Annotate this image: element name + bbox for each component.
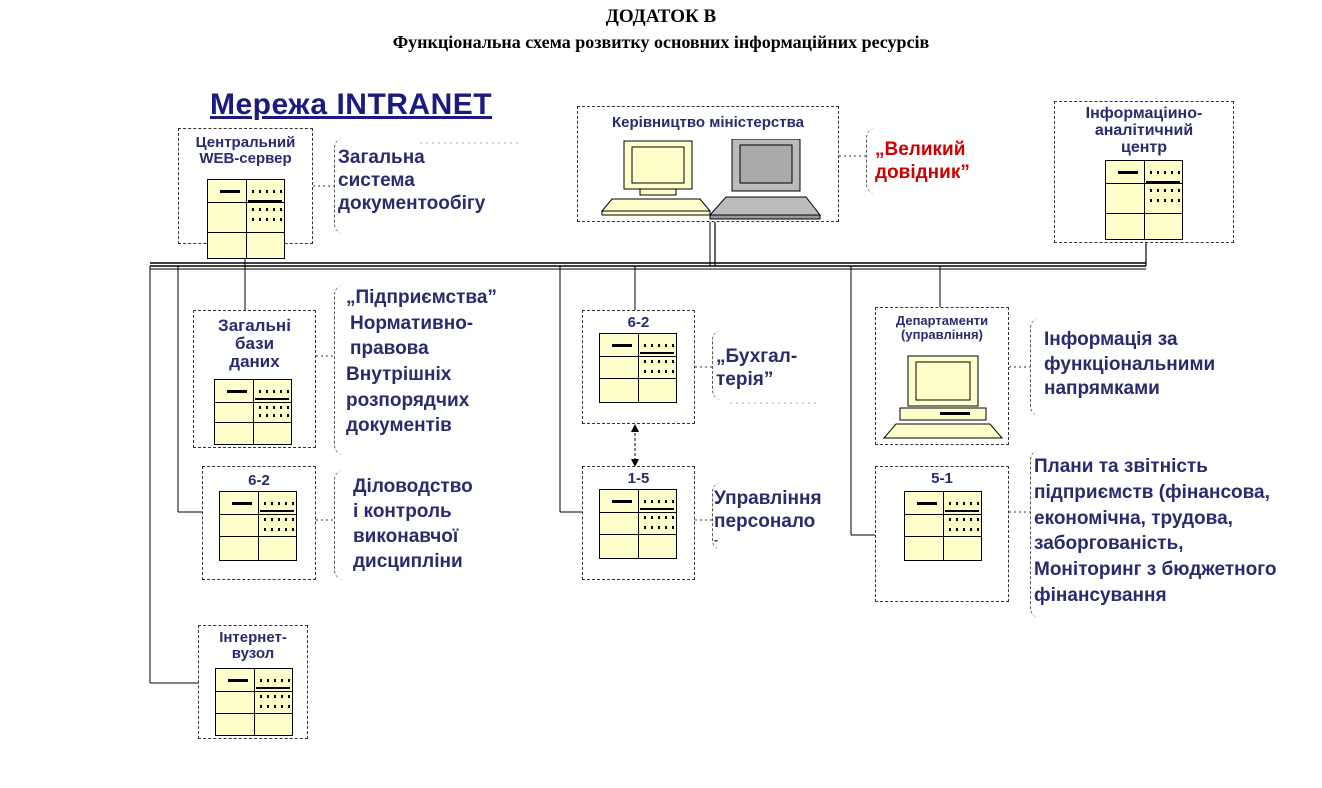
handbook-label: „Великий довідник” — [875, 139, 970, 185]
server-icon — [599, 333, 677, 403]
web-server-title-line2: WEB-сервер — [199, 149, 292, 167]
plans-line: підприємств (фінансова, — [1034, 481, 1270, 503]
bracket — [334, 138, 345, 234]
handbook-line: довідник” — [875, 161, 970, 183]
departments-node: Департаменти (управління) — [875, 307, 1009, 445]
enterprises-line: документів — [346, 415, 452, 437]
bracket — [712, 330, 723, 400]
plans-node: 5-1 — [875, 466, 1009, 602]
web-server-node: Центральний WEB-сервер — [178, 128, 313, 259]
functional-line: функціональними — [1044, 353, 1216, 375]
enterprises-line: „Підприємства” — [346, 287, 497, 308]
bracket — [334, 470, 345, 580]
departments-title-line2: (управління) — [901, 326, 983, 342]
records-line: дисципліни — [353, 551, 463, 573]
plans-label: Плани та звітність підприємств (фінансов… — [1034, 454, 1277, 609]
functional-line: Інформація за — [1044, 329, 1178, 350]
server-icon — [904, 491, 982, 561]
enterprises-line: Нормативно- — [350, 312, 474, 334]
databases-title-line2: бази — [234, 333, 275, 353]
accounting-line: „Бухгал- — [716, 346, 798, 367]
personnel-line: персонало — [714, 510, 816, 532]
records-line: і контроль — [353, 501, 452, 523]
accounting-node-title: 6-2 — [627, 314, 650, 331]
docflow-line: система — [338, 169, 415, 191]
bracket — [712, 482, 723, 550]
plans-node-title: 5-1 — [931, 470, 953, 487]
ministry-node: Керівництво міністерства — [577, 106, 839, 222]
bracket — [1030, 450, 1041, 618]
functional-label: Інформація за функціональними напрямками — [1044, 328, 1215, 402]
computer-icon — [600, 139, 822, 220]
analytic-title-line2: аналітичний — [1094, 121, 1194, 139]
server-icon — [599, 489, 677, 559]
records-label: Діловодство і контроль виконавчої дисцип… — [353, 474, 473, 574]
databases-node: Загальні бази даних — [193, 310, 316, 448]
analytic-title-line3: центр — [1120, 138, 1167, 156]
bracket — [334, 285, 345, 455]
plans-line: заборгованість, — [1034, 533, 1184, 555]
internet-title-line2: вузол — [231, 644, 275, 662]
accounting-line: терія” — [716, 368, 774, 390]
server-icon — [215, 668, 293, 736]
server-icon — [214, 379, 292, 445]
ministry-title: Керівництво міністерства — [612, 114, 804, 131]
personnel-label: Управління персонало - — [714, 488, 822, 546]
accounting-node: 6-2 — [582, 310, 695, 424]
handbook-line: „Великий — [875, 139, 966, 160]
computer-icon — [882, 355, 1004, 439]
appendix-heading: ДОДАТОК В — [605, 6, 717, 27]
databases-title-line1: Загальні — [218, 316, 291, 335]
internet-node: Інтернет- вузол — [198, 625, 308, 739]
plans-line: фінансування — [1034, 585, 1167, 607]
databases-title-line3: даних — [229, 351, 280, 371]
records-line: Діловодство — [353, 476, 473, 497]
bracket — [1030, 318, 1041, 416]
analytic-title-line1: Інформаціино- — [1085, 105, 1203, 122]
accounting-label: „Бухгал- терія” — [716, 346, 797, 392]
enterprises-line: правова — [350, 338, 429, 360]
server-icon — [1105, 160, 1183, 240]
plans-line: Моніторинг з бюджетного — [1034, 559, 1277, 581]
departments-title-line1: Департаменти — [895, 313, 989, 328]
server-icon — [207, 179, 285, 259]
functional-line: напрямками — [1044, 378, 1160, 400]
personnel-node: 1-5 — [582, 466, 695, 580]
diagram-title: Функціональна схема розвитку основних ін… — [392, 32, 930, 52]
personnel-line: Управління — [714, 488, 822, 509]
enterprises-line: розпорядчих — [346, 389, 470, 411]
enterprises-label: „Підприємства” Нормативно- правова Внутр… — [342, 285, 497, 439]
internet-title-line1: Інтернет- — [219, 629, 287, 646]
docflow-label: Загальна система документообігу — [338, 147, 485, 215]
plans-line: Плани та звітність — [1034, 456, 1208, 477]
personnel-line: - — [714, 532, 718, 547]
plans-line: економічна, трудова, — [1034, 507, 1233, 529]
records-node-title: 6-2 — [248, 472, 270, 489]
docflow-line: Загальна — [338, 147, 425, 168]
bracket — [866, 128, 877, 194]
personnel-node-title: 1-5 — [627, 470, 650, 487]
server-icon — [219, 491, 297, 561]
enterprises-line: Внутрішніх — [346, 363, 452, 385]
network-title: Мережа INTRANET — [210, 88, 493, 121]
records-line: виконавчої — [353, 526, 459, 548]
analytic-center-node: Інформаціино- аналітичний центр — [1054, 101, 1234, 243]
web-server-title-line1: Центральний — [195, 134, 296, 151]
records-node: 6-2 — [202, 466, 316, 580]
docflow-line: документообігу — [338, 192, 486, 214]
